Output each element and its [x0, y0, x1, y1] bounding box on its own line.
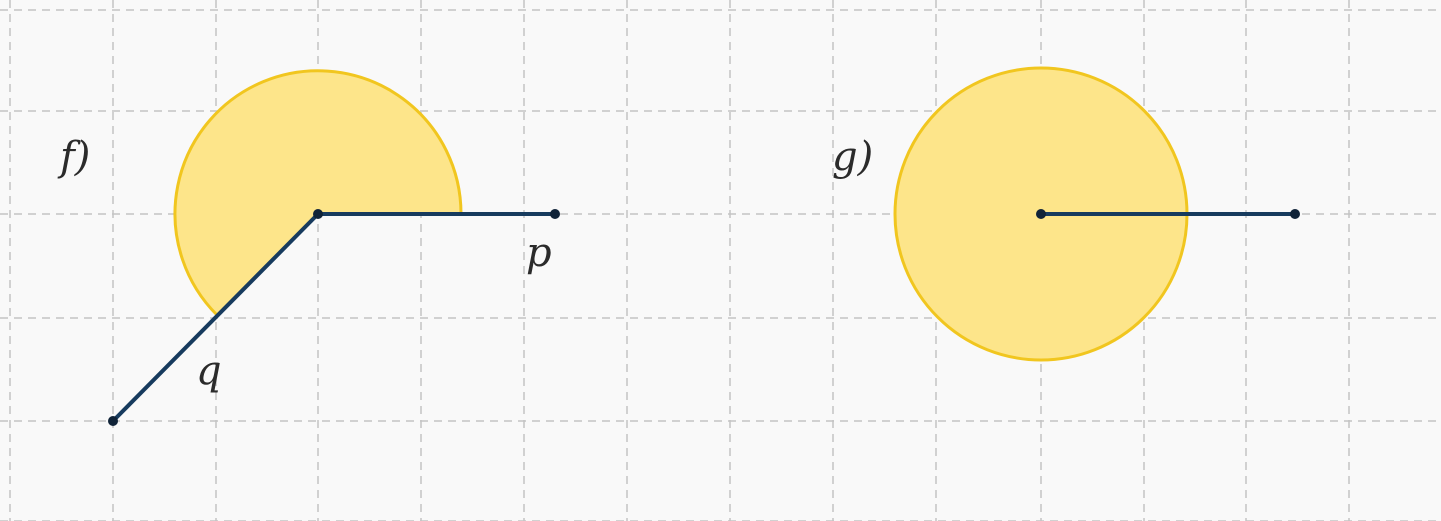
figure-label-f: f): [57, 134, 90, 180]
vertex-point-f: [313, 209, 323, 219]
figure-f: f) p q: [57, 69, 560, 426]
ray-q-endpoint: [108, 416, 118, 426]
figure-g: g): [832, 66, 1300, 362]
ray-label-q: q: [196, 348, 222, 394]
ray-q: [111, 212, 320, 423]
ray-p-endpoint: [550, 209, 560, 219]
figure-label-g: g): [832, 134, 873, 180]
ray-label-p: p: [526, 230, 552, 276]
angle-sector-f: [175, 70, 462, 315]
vertex-point-g: [1036, 209, 1046, 219]
angle-arc-f: [173, 69, 463, 317]
ray-g-endpoint: [1290, 209, 1300, 219]
